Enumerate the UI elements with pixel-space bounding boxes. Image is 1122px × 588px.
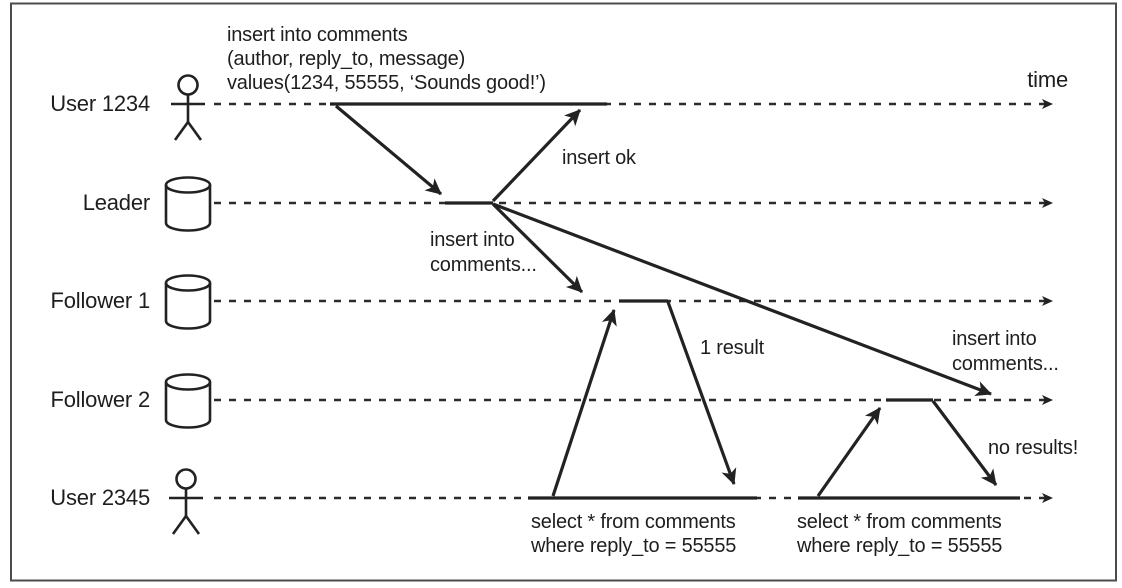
arrow-replicate-follower1 — [491, 202, 584, 294]
person-icon — [169, 468, 203, 535]
database-icon — [164, 373, 212, 429]
lane-label-leader: Leader — [82, 190, 151, 215]
arrow-select1-up — [551, 309, 617, 497]
time-axis-label: time — [1027, 67, 1068, 92]
database-icon — [164, 274, 212, 330]
insert-ok-annotation: insert ok — [562, 147, 636, 169]
arrow-replicate-follower2 — [492, 202, 992, 396]
lane-label-user-2345: User 2345 — [50, 485, 150, 510]
select-query-2-annotation: select * from comments where reply_to = … — [797, 511, 1003, 557]
replicate-follower1-annotation: insert into comments... — [430, 229, 537, 276]
database-icon — [164, 176, 212, 232]
person-icon — [171, 74, 205, 141]
arrow-insert-to-leader — [334, 104, 443, 196]
arrow-result1-down — [666, 301, 737, 485]
one-result-annotation: 1 result — [700, 337, 764, 359]
lane-label-follower-2: Follower 2 — [50, 387, 151, 412]
message-arrows — [334, 104, 998, 497]
lane-icons — [164, 74, 212, 535]
arrow-noresults-down — [931, 400, 998, 486]
lane-label-user-1234: User 1234 — [50, 91, 150, 116]
lane-label-follower-1: Follower 1 — [50, 288, 151, 313]
arrow-select2-up — [816, 407, 882, 497]
no-results-annotation: no results! — [988, 437, 1079, 459]
select-query-1-annotation: select * from comments where reply_to = … — [531, 511, 737, 557]
insert-query-annotation: insert into comments (author, reply_to, … — [227, 24, 546, 94]
activity-segments — [330, 102, 1020, 500]
arrow-insert-ok — [491, 108, 582, 203]
figure-border — [10, 2, 1117, 582]
replicate-follower2-annotation: insert into comments... — [952, 328, 1059, 375]
